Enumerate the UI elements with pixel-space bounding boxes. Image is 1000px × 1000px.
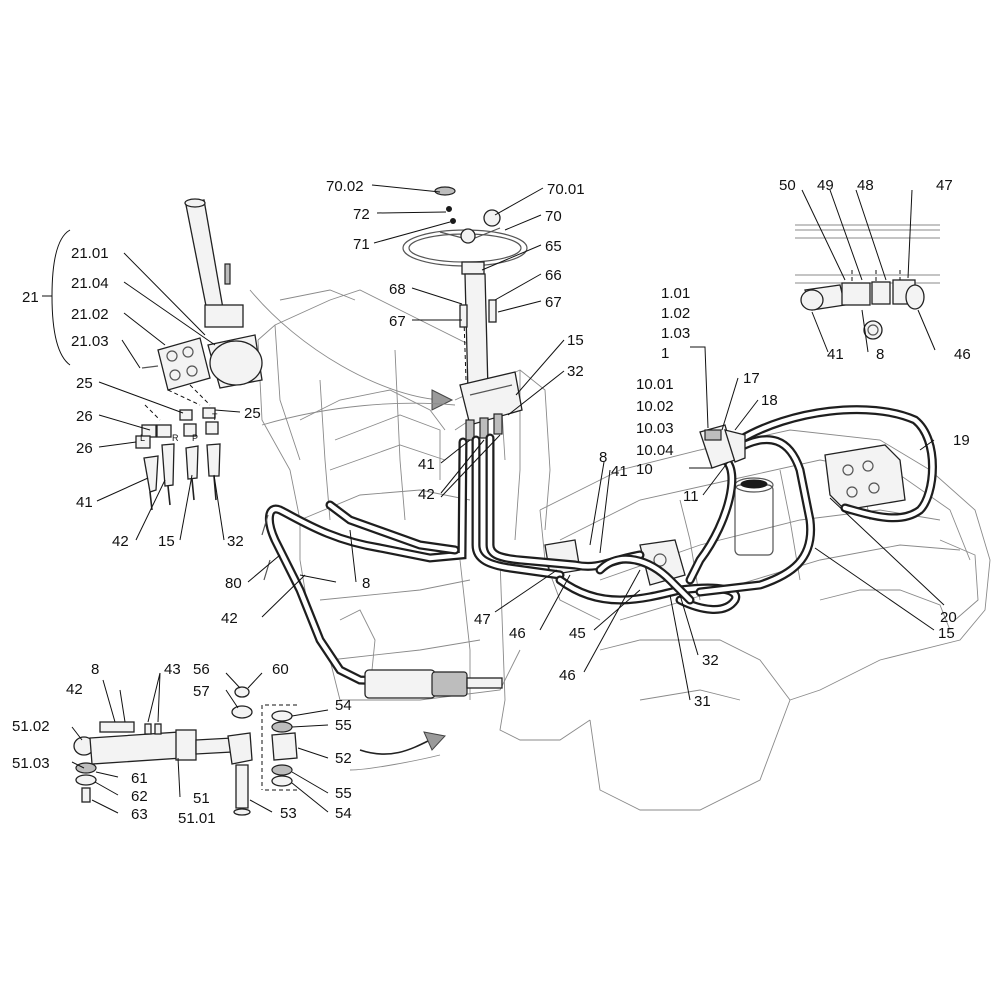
label-47-center: 47 [474,611,491,628]
label-61: 61 [131,770,148,787]
port-t: T [212,412,218,422]
label-62: 62 [131,788,148,805]
label-70: 70 [545,208,562,225]
label-1-01: 1.01 [661,285,690,302]
label-55-upper: 55 [335,717,352,734]
label-11: 11 [683,488,699,505]
label-66: 66 [545,267,562,284]
label-65: 65 [545,238,562,255]
label-51: 51 [193,790,210,807]
label-10-03: 10.03 [636,420,674,437]
label-53: 53 [280,805,297,822]
label-51-01: 51.01 [178,810,216,827]
label-18: 18 [761,392,778,409]
label-21: 21 [22,289,39,306]
label-41-column: 41 [418,456,435,473]
label-80: 80 [225,575,242,592]
label-51-02: 51.02 [12,718,50,735]
pump-motor [699,424,746,469]
leader-lines [42,184,945,814]
label-31: 31 [694,693,711,710]
label-15-detail: 15 [158,533,175,550]
label-67-right: 67 [545,294,562,311]
label-55-lower: 55 [335,785,352,802]
label-49: 49 [817,177,834,194]
label-41-fitting: 41 [827,346,844,363]
label-8-fitting: 8 [876,346,884,363]
label-21-02: 21.02 [71,306,109,323]
label-47-detail: 47 [936,177,953,194]
label-41-detail: 41 [76,494,93,511]
label-17: 17 [743,370,760,387]
label-21-03: 21.03 [71,333,109,350]
label-67-left: 67 [389,313,406,330]
label-21-01: 21.01 [71,245,109,262]
label-54-upper: 54 [335,697,352,714]
steering-unit-detail [135,198,263,511]
label-10-01: 10.01 [636,376,674,393]
label-52: 52 [335,750,352,767]
label-71: 71 [353,236,370,253]
label-63: 63 [131,806,148,823]
label-45: 45 [569,625,586,642]
label-48: 48 [857,177,874,194]
label-51-03: 51.03 [12,755,50,772]
label-32-detail: 32 [227,533,244,550]
label-1: 1 [661,345,669,362]
steering-assembly [249,186,528,441]
label-42-column: 42 [418,486,435,503]
label-50: 50 [779,177,796,194]
label-10: 10 [636,461,653,478]
hydraulic-hoses [261,405,937,687]
fitting-detail [795,224,940,340]
label-42-detail: 42 [112,533,129,550]
label-41-center: 41 [611,463,628,480]
label-70-01: 70.01 [547,181,585,198]
port-p: P [192,433,198,443]
label-68: 68 [389,281,406,298]
part-labels: 70.02 70.01 72 70 71 65 66 68 67 67 15 3… [12,177,971,827]
label-60: 60 [272,661,289,678]
label-26-upper: 26 [76,408,93,425]
label-1-03: 1.03 [661,325,690,342]
label-57: 57 [193,683,210,700]
label-56: 56 [193,661,210,678]
port-r: R [172,433,179,443]
label-46-center: 46 [509,625,526,642]
label-25-left: 25 [76,375,93,392]
label-42-frame: 42 [221,610,238,627]
label-1-02: 1.02 [661,305,690,322]
cylinder-detail [73,686,446,816]
label-32-center: 32 [702,652,719,669]
port-l: L [140,433,145,443]
label-21-04: 21.04 [71,275,109,292]
label-8-center: 8 [599,449,607,466]
mounted-cylinder [364,669,503,699]
label-70-02: 70.02 [326,178,364,195]
label-46-fitting: 46 [954,346,971,363]
label-32-column: 32 [567,363,584,380]
label-72: 72 [353,206,370,223]
label-25-right: 25 [244,405,261,422]
label-8-cylinder: 8 [91,661,99,678]
label-10-04: 10.04 [636,442,674,459]
label-42-cylinder: 42 [66,681,83,698]
label-15-column: 15 [567,332,584,349]
label-20: 20 [940,609,957,626]
label-19: 19 [953,432,970,449]
label-10-02: 10.02 [636,398,674,415]
label-8-frame: 8 [362,575,370,592]
label-46-lower: 46 [559,667,576,684]
label-26-lower: 26 [76,440,93,457]
label-54-lower: 54 [335,805,352,822]
label-15-chassis: 15 [938,625,955,642]
label-43: 43 [164,661,181,678]
